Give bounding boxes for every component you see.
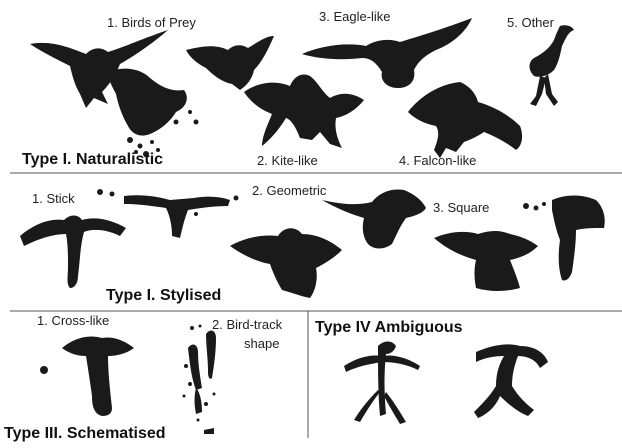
bird-track-silhouette [183, 325, 217, 422]
kite-like-silhouette [244, 74, 364, 148]
falcon-like-silhouette [408, 82, 522, 158]
label-birds-of-prey: 1. Birds of Prey [107, 15, 196, 30]
label-eagle-like: 3. Eagle-like [319, 9, 391, 24]
cross-like-silhouette [40, 336, 134, 416]
title-type-i-naturalistic: Type I. Naturalistic [22, 151, 163, 168]
geometric-bird-1-silhouette [230, 228, 342, 298]
title-type-iii-schematised: Type III. Schematised [4, 425, 166, 442]
section-schematised: 1. Cross-like 2. Bird-track shape Type I… [4, 313, 283, 442]
section-stylised: 1. Stick 2. Geometric 3. Square Type I. … [20, 183, 605, 304]
label-kite-like: 2. Kite-like [257, 153, 318, 168]
label-bird-track: 2. Bird-track [212, 317, 283, 332]
label-cross-like: 1. Cross-like [37, 313, 109, 328]
eagle-like-silhouette [302, 18, 472, 88]
ambiguous-figure-2-silhouette [474, 344, 548, 418]
stick-bird-1-silhouette [20, 216, 126, 289]
label-square: 3. Square [433, 200, 489, 215]
bird-of-prey-speckled-fragment [108, 69, 199, 157]
small-speck-mark [204, 428, 214, 434]
label-other: 5. Other [507, 15, 555, 30]
geometric-bird-2-silhouette [322, 190, 426, 249]
label-geometric: 2. Geometric [252, 183, 327, 198]
section-naturalistic: 1. Birds of Prey 3. Eagle-like 5. Other … [22, 9, 574, 168]
bird-of-prey-2-silhouette [186, 36, 274, 90]
label-bird-track-shape: shape [244, 336, 279, 351]
section-ambiguous: Type IV Ambiguous [315, 319, 548, 424]
title-type-iv-ambiguous: Type IV Ambiguous [315, 319, 463, 336]
label-stick: 1. Stick [32, 191, 75, 206]
square-bird-1-silhouette [434, 231, 538, 291]
title-type-i-stylised: Type I. Stylised [106, 287, 221, 304]
other-bird-silhouette [530, 25, 575, 106]
label-falcon-like: 4. Falcon-like [399, 153, 476, 168]
ambiguous-figure-1-silhouette [344, 342, 420, 425]
square-bird-2-silhouette [523, 196, 605, 281]
